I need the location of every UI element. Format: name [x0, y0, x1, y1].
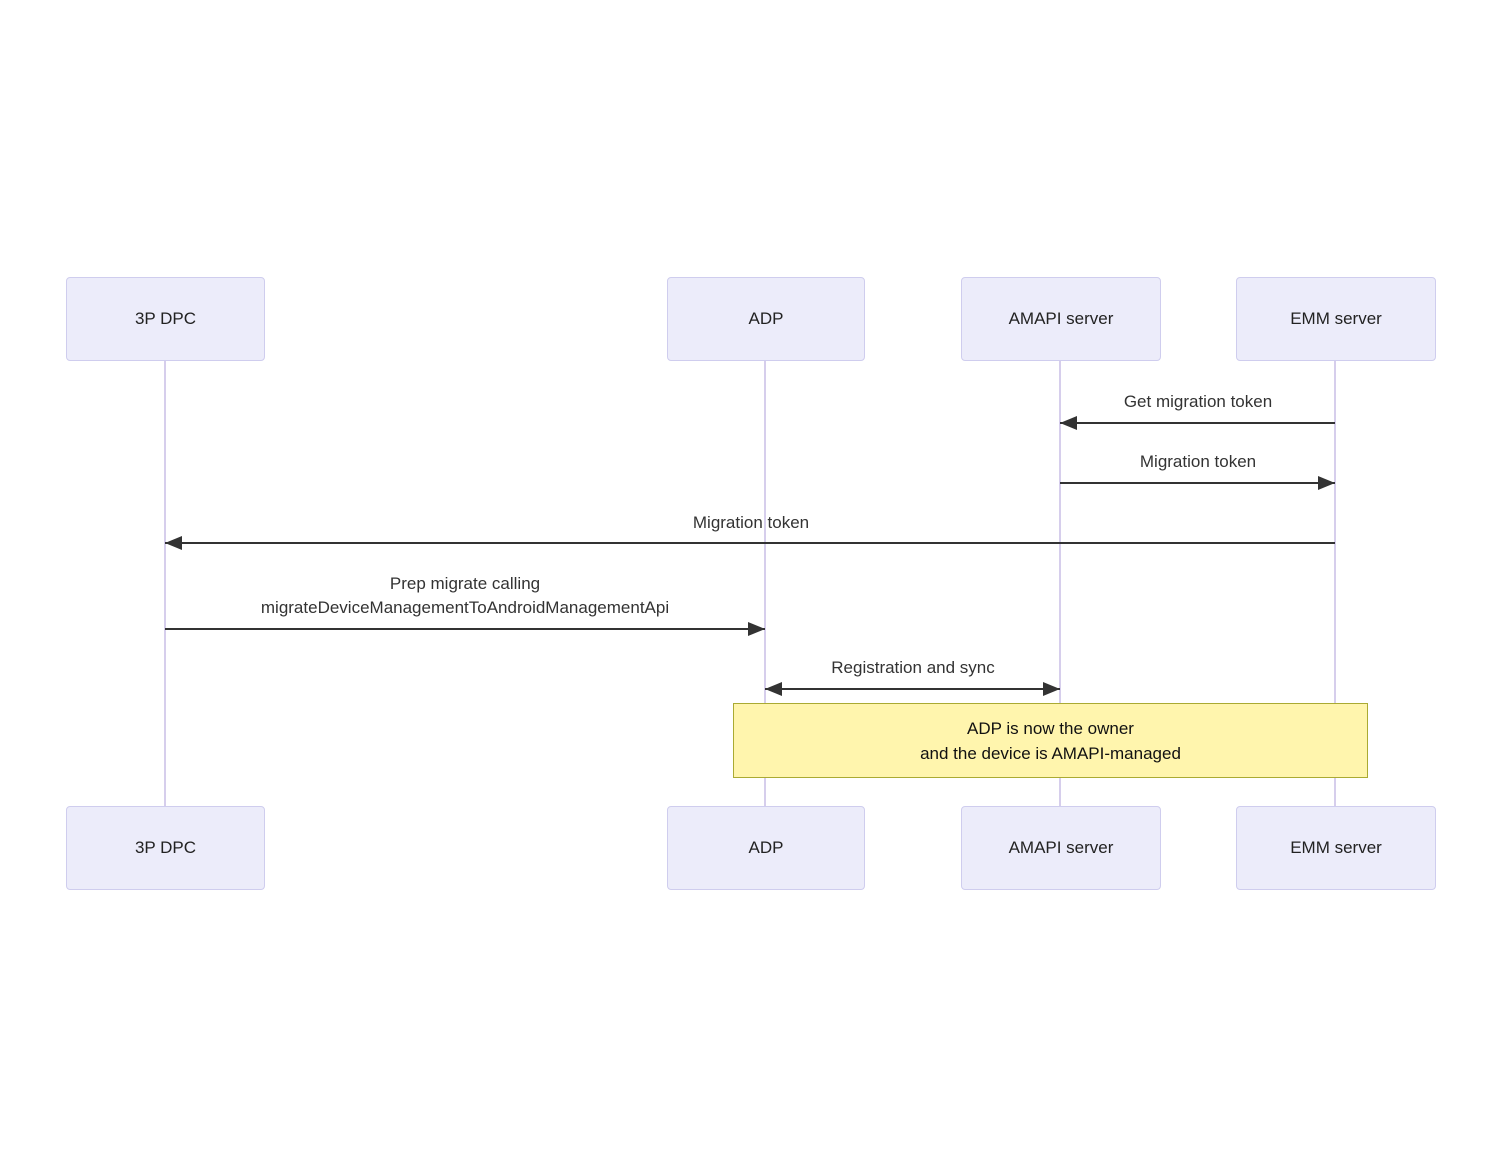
actor-adp-bottom: ADP — [667, 806, 865, 890]
lifeline-adp — [764, 361, 766, 806]
message-arrow-prep-migrate — [165, 622, 765, 636]
lifeline-amapi-server — [1059, 361, 1061, 806]
note-line-1: ADP is now the owner — [967, 718, 1134, 738]
actor-label: AMAPI server — [1008, 838, 1114, 857]
message-label-get-migration-token: Get migration token — [1123, 392, 1273, 411]
actor-label: AMAPI server — [1008, 309, 1114, 328]
message-label-migration-token-to-emm: Migration token — [1139, 452, 1257, 471]
lifeline-3p-dpc — [164, 361, 166, 806]
arrowhead-right-icon — [1043, 682, 1060, 696]
actor-emm-server-top: EMM server — [1236, 277, 1436, 361]
actor-3p-dpc-top: 3P DPC — [66, 277, 265, 361]
arrowhead-left-icon — [165, 536, 182, 550]
message-arrow-migration-token-to-dpc — [165, 536, 1335, 550]
arrowhead-right-icon — [748, 622, 765, 636]
message-label-migration-token-to-dpc: Migration token — [692, 513, 810, 532]
actor-label: ADP — [748, 838, 784, 857]
actor-label: 3P DPC — [134, 838, 197, 857]
message-arrow-migration-token-to-emm — [1060, 476, 1335, 490]
actor-label: EMM server — [1290, 309, 1382, 328]
actor-amapi-server-top: AMAPI server — [961, 277, 1161, 361]
note-line-2: and the device is AMAPI-managed — [920, 743, 1181, 763]
arrowhead-right-icon — [1318, 476, 1335, 490]
arrowhead-left-icon — [765, 682, 782, 696]
arrowhead-left-icon — [1060, 416, 1077, 430]
message-label-registration-and-sync: Registration and sync — [831, 658, 995, 677]
message-arrow-registration-and-sync — [765, 682, 1060, 696]
actor-emm-server-bottom: EMM server — [1236, 806, 1436, 890]
actor-label: 3P DPC — [134, 309, 197, 328]
note-adp-owner: ADP is now the owner and the device is A… — [733, 703, 1368, 778]
actor-3p-dpc-bottom: 3P DPC — [66, 806, 265, 890]
actor-label: ADP — [748, 309, 784, 328]
lifeline-emm-server — [1334, 361, 1336, 806]
message-label-prep-migrate: Prep migrate calling migrateDeviceManage… — [261, 572, 669, 620]
actor-amapi-server-bottom: AMAPI server — [961, 806, 1161, 890]
actor-adp-top: ADP — [667, 277, 865, 361]
message-arrow-get-migration-token — [1060, 416, 1335, 430]
message-label-line-1: Prep migrate calling — [389, 574, 541, 593]
message-label-line-2: migrateDeviceManagementToAndroidManageme… — [260, 598, 670, 617]
actor-label: EMM server — [1290, 838, 1382, 857]
